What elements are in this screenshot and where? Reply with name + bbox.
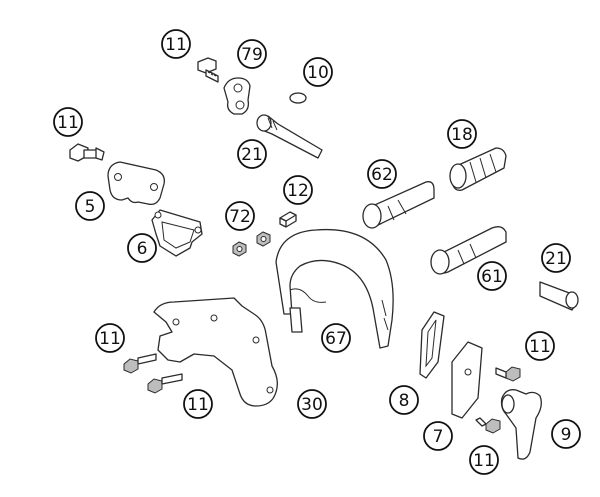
callout-11-e: 11	[183, 389, 213, 419]
callout-label: 11	[165, 35, 187, 55]
callout-circle	[423, 421, 453, 451]
callout-label: 61	[481, 267, 503, 287]
callout-label: 11	[473, 451, 495, 471]
callout-circle	[541, 243, 571, 273]
callout-circle	[447, 119, 477, 149]
callout-circle	[469, 445, 499, 475]
plate-part-30	[153, 297, 278, 407]
callout-11-d: 11	[95, 323, 125, 353]
callout-label: 11	[187, 395, 209, 415]
callout-label: 21	[545, 249, 567, 269]
callout-circle	[95, 323, 125, 353]
callout-18: 18	[447, 119, 477, 149]
pin-part-12	[279, 211, 297, 228]
callout-circle	[389, 385, 419, 415]
callout-12: 12	[283, 175, 313, 205]
callout-circle	[283, 175, 313, 205]
callout-62: 62	[367, 159, 397, 189]
callout-7: 7	[423, 421, 453, 451]
gasket-part-6	[151, 209, 203, 257]
callout-circle	[225, 201, 255, 231]
callout-label: 11	[57, 113, 79, 133]
callout-circle	[237, 139, 267, 169]
callout-circle	[161, 29, 191, 59]
callout-circle	[183, 389, 213, 419]
shaft-part-21-top	[256, 114, 323, 159]
shift-drum-part-61	[430, 226, 507, 275]
callout-67: 67	[321, 323, 351, 353]
callout-circle	[53, 107, 83, 137]
nut-part-72	[232, 231, 271, 257]
gasket-part-8	[419, 311, 445, 379]
callout-label: 30	[301, 395, 323, 415]
callout-11-b: 11	[53, 107, 83, 137]
callout-circle	[477, 261, 507, 291]
callout-label: 62	[371, 165, 393, 185]
callout-label: 10	[307, 63, 329, 83]
drum-part-18	[449, 147, 507, 191]
callout-circle	[237, 39, 267, 69]
callout-79: 79	[237, 39, 267, 69]
callout-circle	[321, 323, 351, 353]
callout-11-f: 11	[469, 445, 499, 475]
callout-label: 79	[241, 45, 263, 65]
callout-label: 9	[561, 425, 572, 445]
callout-circle	[127, 233, 157, 263]
callout-72: 72	[225, 201, 255, 231]
callout-circle	[551, 419, 581, 449]
callout-6: 6	[127, 233, 157, 263]
callout-10: 10	[303, 57, 333, 87]
lever-part-9	[500, 389, 542, 460]
callout-label: 67	[325, 329, 347, 349]
screw-part-11-top	[197, 57, 219, 83]
callout-label: 8	[399, 391, 410, 411]
callout-label: 11	[529, 337, 551, 357]
bracket-part-79	[223, 77, 251, 115]
shaft-part-21-right	[539, 281, 579, 311]
callout-circle	[303, 57, 333, 87]
callout-61: 61	[477, 261, 507, 291]
callout-circle	[297, 389, 327, 419]
cover-part-7	[451, 341, 483, 419]
callout-label: 7	[433, 427, 444, 447]
callout-label: 6	[137, 239, 148, 259]
callout-label: 18	[451, 125, 473, 145]
callout-circle	[75, 191, 105, 221]
bolt-part-11-right-b	[475, 417, 501, 434]
chain-guide-part-67	[275, 228, 394, 349]
callout-5: 5	[75, 191, 105, 221]
callout-21-a: 21	[237, 139, 267, 169]
callout-21-b: 21	[541, 243, 571, 273]
callout-11-a: 11	[161, 29, 191, 59]
callout-label: 21	[241, 145, 263, 165]
bolt-part-11-lower-b	[147, 373, 183, 394]
callout-label: 12	[287, 181, 309, 201]
callout-9: 9	[551, 419, 581, 449]
callout-30: 30	[297, 389, 327, 419]
bracket-part-5	[107, 161, 165, 206]
callout-8: 8	[389, 385, 419, 415]
callout-11-c: 11	[525, 331, 555, 361]
callout-circle	[525, 331, 555, 361]
o-ring-part-10	[289, 92, 307, 104]
screw-part-11-left	[69, 143, 105, 162]
shift-drum-part-62	[362, 181, 435, 229]
bolt-part-11-right-a	[495, 366, 521, 382]
callout-label: 72	[229, 207, 251, 227]
callout-label: 5	[85, 197, 96, 217]
callout-circle	[367, 159, 397, 189]
bolt-part-11-lower-a	[123, 353, 157, 374]
callout-label: 11	[99, 329, 121, 349]
